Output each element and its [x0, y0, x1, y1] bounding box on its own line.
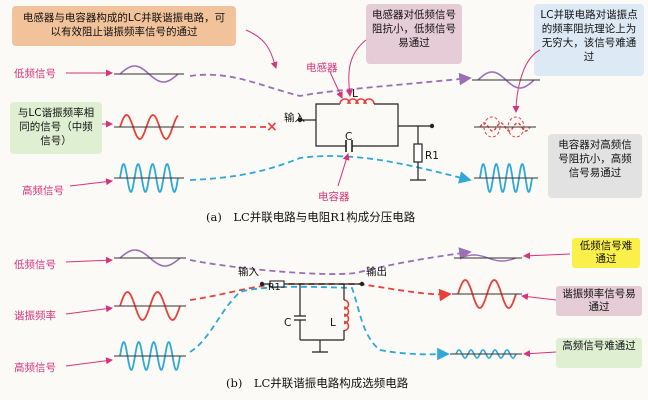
- mid-freq-wave-a-in: [119, 114, 179, 140]
- r1-resistor-a: [413, 143, 423, 163]
- ground-b: [300, 339, 344, 353]
- input-label-b: 输入: [238, 266, 259, 278]
- inductor-coil-a: [339, 98, 375, 105]
- high-freq-pointer-a: [69, 178, 113, 187]
- capacitor-label: 电容器: [318, 191, 350, 203]
- input-terminal-a: [297, 117, 303, 123]
- low-note-text: 低频信号难通过: [579, 240, 633, 265]
- inductor-coil-b: [343, 299, 350, 332]
- high-freq-label-a: 高频信号: [22, 185, 64, 197]
- inductor-note-text: 电感器对低频信号阻抗小，低频信号易通过: [372, 9, 456, 49]
- inductor-note-pointer: [345, 39, 367, 97]
- resonant-note-box: [556, 286, 642, 316]
- inductor-label: 电感器: [306, 62, 338, 74]
- inductor-label-pointer: [329, 71, 343, 99]
- capacitor-b: [294, 284, 306, 340]
- resonant-path-b: [189, 283, 452, 302]
- output-terminal-b: [359, 281, 365, 287]
- low-freq-label-a: 低频信号: [14, 68, 56, 80]
- C-label-a: C: [345, 131, 353, 143]
- high-note-pointer: [523, 350, 557, 358]
- resonant-label-b: 谐振频率: [14, 310, 56, 322]
- ground-a: [410, 162, 426, 181]
- capacitor-label-pointer: [337, 153, 350, 187]
- caption-a: (a) LC并联电路与电阻R1构成分压电路: [206, 210, 416, 224]
- low-freq-label-b: 低频信号: [14, 259, 56, 271]
- lc-right-bottom-a: [352, 120, 399, 147]
- input-label-a: 输入: [284, 112, 305, 124]
- mid-out-circle-1: [483, 116, 501, 138]
- high-note-box: [556, 338, 642, 368]
- lc-note-box: [534, 4, 644, 76]
- low-freq-pointer-b: [65, 256, 113, 264]
- R1-label-a: R1: [425, 150, 439, 162]
- high-note-text: 高频信号难通过: [562, 340, 636, 352]
- lc-right-top-a: [374, 103, 399, 120]
- blocked-mark: ×: [266, 119, 278, 135]
- L-label-b: L: [330, 317, 336, 329]
- high-freq-path-b: [189, 285, 450, 361]
- L-label-a: L: [352, 88, 358, 100]
- high-freq-path-a: [189, 155, 472, 184]
- low-freq-path-b: [189, 247, 472, 275]
- low-note-box: [572, 238, 640, 268]
- capacitor-note-box: [548, 134, 642, 198]
- mid-freq-box-a: [10, 102, 102, 154]
- title-box-a: [12, 6, 236, 46]
- high-freq-pointer-b: [65, 357, 113, 367]
- C-label-b: C: [284, 317, 292, 329]
- title-pointer: [245, 29, 278, 69]
- inductor-note-box: [366, 4, 462, 64]
- high-freq-label-b: 高频信号: [14, 362, 56, 374]
- mid-freq-box-a-text: 与LC谐振频率相同的信号（中频信号）: [17, 107, 95, 147]
- title-box-a-text: 电感器与电容器构成的LC并联谐振电路，可以有效阻止谐振频率信号的通过: [22, 12, 226, 38]
- lc-left-bottom-a: [315, 120, 346, 147]
- mid-out-circle-2: [507, 116, 525, 138]
- output-terminal-a: [429, 123, 435, 129]
- caption-b: (b) LC并联谐振电路构成选频电路: [226, 376, 409, 390]
- capacitor-note-text: 电容器对高频信号阻抗小，高频信号易通过: [558, 139, 632, 179]
- resonant-note-text: 谐振频率信号易通过: [562, 288, 636, 313]
- R1-label-b: R1: [268, 282, 281, 293]
- lc-note-text: LC并联电路对谐振点的频率阻抗理论上为无穷大，该信号难通过: [540, 9, 638, 63]
- output-label-b: 输出: [366, 266, 387, 278]
- resonant-note-pointer: [521, 293, 557, 301]
- low-freq-path-a: [189, 72, 472, 97]
- input-terminal-b: [259, 281, 265, 287]
- lc-left-top-a: [315, 103, 340, 120]
- resonant-pointer-b: [65, 305, 113, 315]
- low-note-pointer: [523, 252, 571, 260]
